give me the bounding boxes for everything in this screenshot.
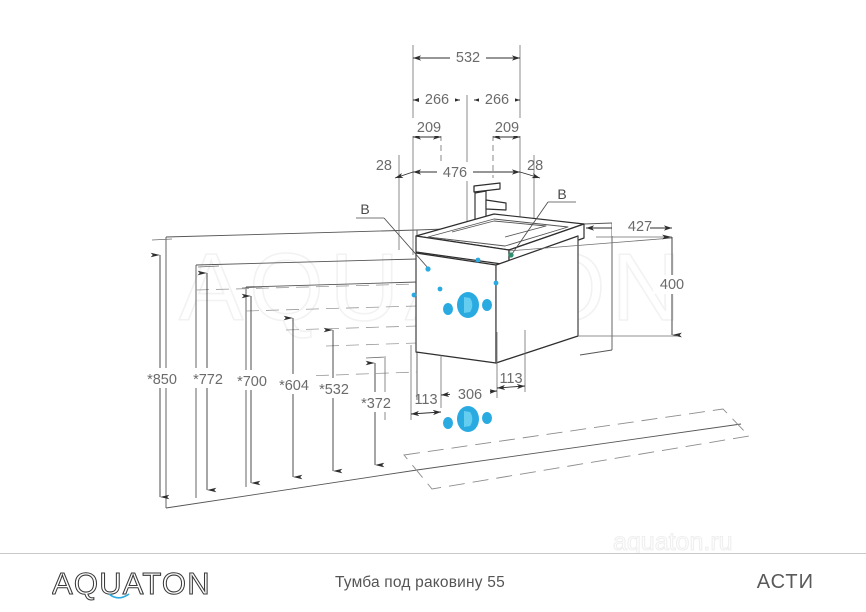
section-mark-left: B: [356, 201, 431, 272]
height-dimension-850: *850: [140, 238, 184, 500]
sink-basin-inner: [427, 218, 569, 247]
dimension-right-offset-113: 113: [496, 371, 526, 391]
section-mark-right: B: [508, 186, 576, 258]
height-dimension-372: *372: [354, 356, 398, 468]
height-label-604: *604: [279, 378, 309, 394]
floor-outline: [403, 408, 750, 490]
product-model: АСТИ: [756, 571, 814, 593]
brand-logo-swoosh: [108, 593, 130, 599]
height-label-850: *850: [147, 372, 177, 388]
dimension-edge-28-right: 28: [519, 158, 543, 179]
dim-label-476: 476: [443, 165, 467, 181]
height-label-772: *772: [193, 372, 223, 388]
cabinet-body: [415, 235, 579, 364]
dim-label-28-left: 28: [376, 158, 392, 174]
section-point-left-marker: [425, 266, 431, 272]
dim-label-28-right: 28: [527, 158, 543, 174]
dim-label-209-right: 209: [495, 120, 519, 136]
mounting-markers-floor: [443, 406, 492, 432]
dim-label-113-right: 113: [499, 371, 522, 387]
brand-logo-text: AQUATON: [52, 566, 211, 601]
height-dimension-604: *604: [272, 315, 316, 480]
dimension-half-266-left: 266: [413, 90, 460, 109]
dim-label-306: 306: [458, 387, 482, 403]
footer-bar: AQUATON Тумба под раковину 55 АСТИ: [0, 553, 866, 612]
dimension-overall-532: 532: [413, 48, 520, 67]
watermark-site: aquaton.ru: [613, 528, 733, 556]
section-label-left: B: [360, 201, 369, 217]
dimension-inner-209-left: 209: [411, 118, 447, 140]
dim-label-427: 427: [628, 219, 652, 235]
dim-label-266-left: 266: [425, 92, 449, 108]
height-label-532: *532: [319, 382, 349, 398]
dimension-half-266-right: 266: [474, 90, 520, 109]
dimension-inner-span-476: 476: [413, 162, 520, 181]
mounting-markers-cabinet: [411, 257, 499, 318]
height-dimension-532: *532: [312, 327, 356, 474]
height-label-372: *372: [361, 396, 391, 412]
dimension-edge-28-left: 28: [376, 158, 414, 179]
dimension-inner-209-right: 209: [489, 118, 525, 140]
dim-label-400: 400: [660, 277, 684, 293]
dimension-left-offset-113: 113: [410, 392, 442, 417]
dim-label-209-left: 209: [417, 120, 441, 136]
height-dimension-700: *700: [230, 286, 274, 486]
height-label-700: *700: [237, 374, 267, 390]
height-dimension-772: *772: [186, 265, 230, 493]
dim-label-532: 532: [456, 50, 480, 66]
section-label-right: B: [557, 186, 566, 202]
brand-logo: AQUATON: [51, 565, 252, 604]
product-title: Тумба под раковину 55: [335, 574, 505, 591]
dim-label-113-left: 113: [414, 392, 437, 408]
wall-band-right: [579, 223, 613, 356]
dimension-center-span-306: 306: [440, 385, 498, 403]
section-point-right-marker: [508, 252, 514, 258]
dimension-height-400: 400: [578, 234, 691, 338]
dim-label-266-right: 266: [485, 92, 509, 108]
dimension-depth-427: 427: [507, 217, 673, 252]
